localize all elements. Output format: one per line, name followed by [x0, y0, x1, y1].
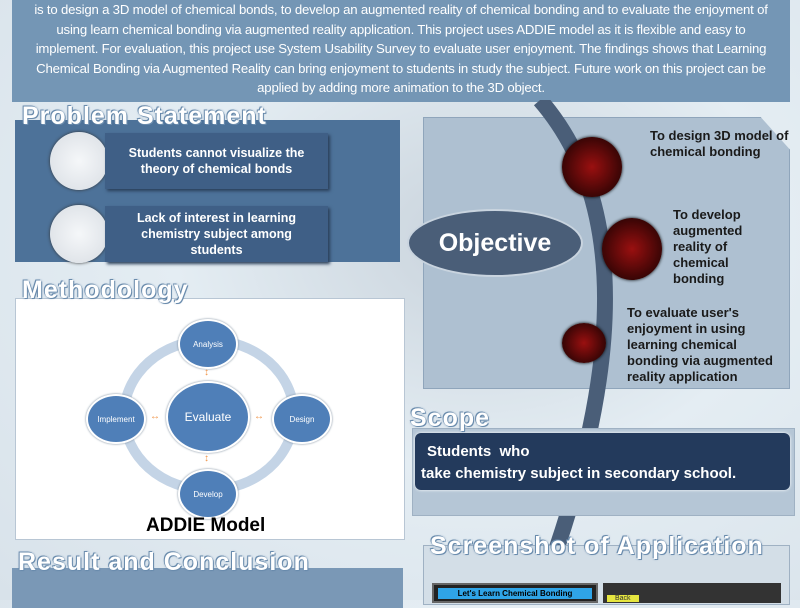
atom-icon	[50, 205, 108, 263]
arrow-icon: ↔	[254, 411, 264, 422]
implement-node: Implement	[86, 394, 146, 444]
arrow-icon: ↔	[150, 411, 160, 422]
arrow-icon: ↕	[204, 453, 209, 464]
objective-title: Objective	[438, 228, 552, 257]
scope-line-2: take chemistry subject in secondary scho…	[421, 465, 737, 482]
scope-text-box: Students who take chemistry subject in s…	[415, 433, 790, 490]
screenshot-heading: Screenshot of Application	[430, 532, 764, 560]
develop-node: Develop	[178, 469, 238, 519]
atom-icon	[50, 132, 108, 190]
back-button: Back	[607, 595, 639, 602]
app-screenshot-1: Let's Learn Chemical Bonding	[432, 583, 598, 603]
objective-oval: Objective	[407, 209, 583, 277]
objective-item: To design 3D model of chemical bonding	[650, 128, 789, 159]
scope-heading: Scope	[410, 404, 491, 432]
screenshot-title: Let's Learn Chemical Bonding	[438, 588, 592, 599]
methodology-heading: Methodology	[22, 276, 189, 304]
abstract-box: is to design a 3D model of chemical bond…	[12, 0, 790, 102]
red-atom-icon	[602, 218, 662, 280]
red-atom-icon	[562, 323, 606, 363]
abstract-text: is to design a 3D model of chemical bond…	[34, 2, 768, 95]
addie-caption: ADDIE Model	[146, 515, 266, 536]
objective-item: To develop augmented reality of chemical…	[673, 207, 743, 286]
design-node: Design	[272, 394, 332, 444]
result-heading: Result and Conclusion	[18, 548, 310, 576]
problem-item: Students cannot visualize the theory of …	[105, 133, 328, 189]
arrow-icon: ↕	[204, 367, 209, 378]
red-atom-icon	[562, 137, 622, 197]
problem-statement-heading: Problem Statement	[22, 102, 267, 130]
app-screenshot-2: Back	[603, 583, 781, 603]
problem-item: Lack of interest in learning chemistry s…	[105, 206, 328, 262]
evaluate-node: Evaluate	[166, 381, 250, 453]
methodology-panel: Evaluate Analysis Design Develop Impleme…	[15, 298, 405, 540]
objective-item: To evaluate user's enjoyment in using le…	[627, 305, 773, 384]
scope-line-1: Students who	[427, 443, 530, 460]
analysis-node: Analysis	[178, 319, 238, 369]
